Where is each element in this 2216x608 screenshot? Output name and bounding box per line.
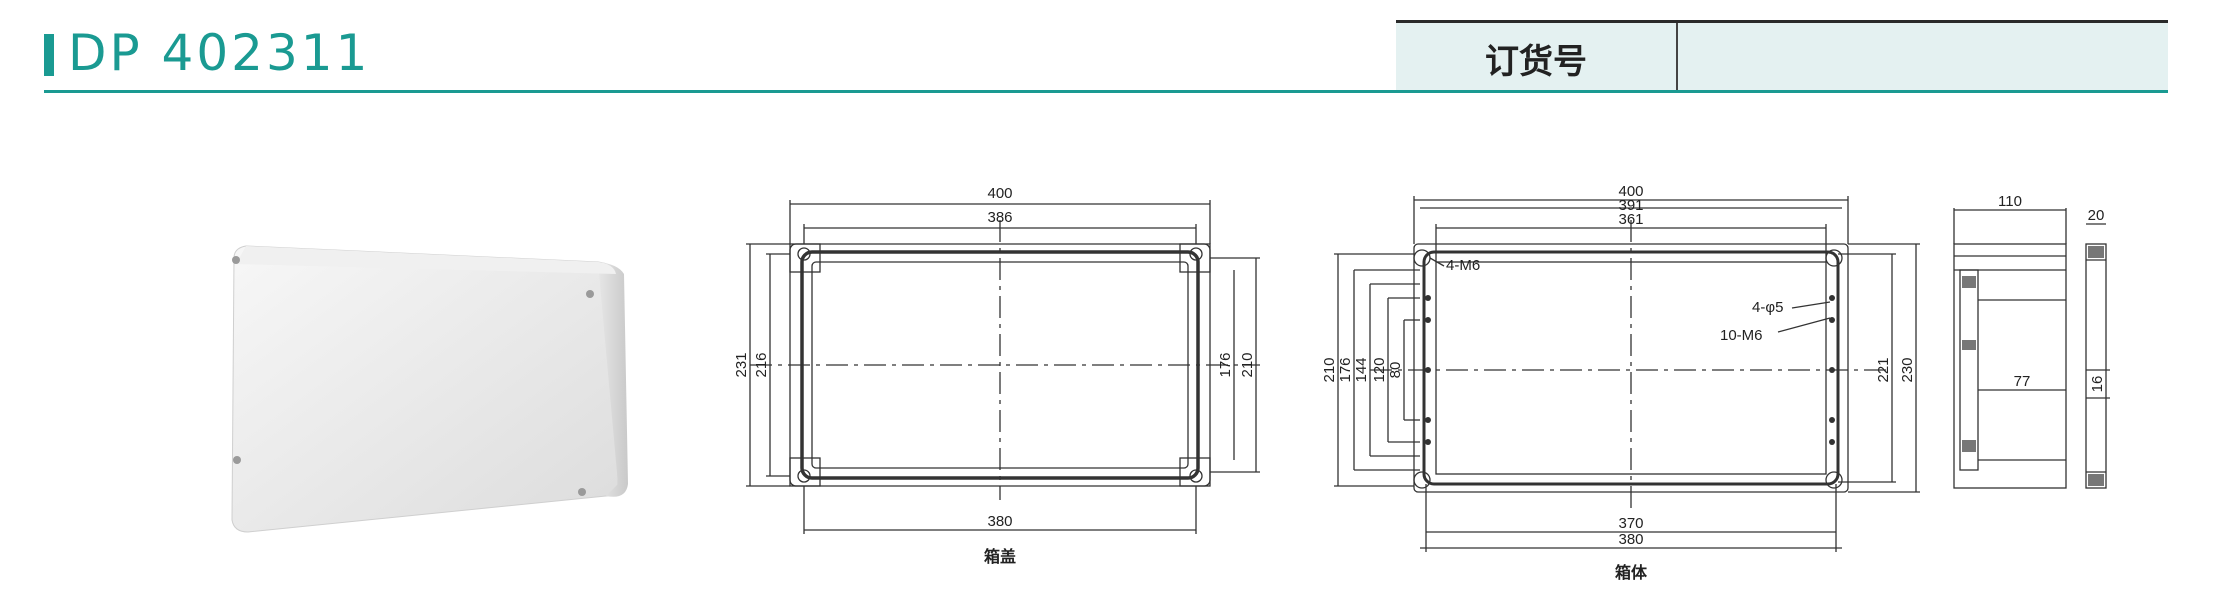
side-dim-lip: 16 (2089, 376, 2106, 393)
body-callout-m6-corner: 4-M6 (1446, 257, 1480, 274)
body-dim-bottom-inner: 370 (1618, 515, 1643, 532)
product-photo (231, 245, 628, 533)
body-dim-right-outer: 230 (1899, 357, 1916, 382)
order-number-table: 订货号 (1396, 20, 2168, 93)
lid-dim-left-outer: 231 (733, 352, 750, 377)
order-number-value (1678, 23, 2168, 93)
header-divider (44, 90, 2168, 93)
lid-dim-right-outer: 210 (1239, 352, 1256, 377)
body-callout-phi5: 4-φ5 (1752, 299, 1783, 316)
side-dim-inner: 77 (2014, 373, 2031, 390)
side-drawing: 110 20 77 16 (1953, 193, 2110, 489)
body-dim-right-inner: 221 (1875, 357, 1892, 382)
lid-dim-top-outer: 400 (987, 185, 1012, 202)
lid-dim-bottom: 380 (987, 513, 1012, 530)
title-accent-bar (44, 34, 54, 76)
lid-dim-top-inner: 386 (987, 209, 1012, 226)
lid-drawing: 400 386 380 231 216 176 210 箱盖 (733, 185, 1260, 566)
body-dim-left-80: 80 (1387, 362, 1404, 379)
body-dim-bottom-outer: 380 (1618, 531, 1643, 548)
body-dim-top-mid: 391 (1618, 197, 1643, 214)
side-dim-depth: 110 (1998, 193, 2022, 210)
body-dim-left-144: 144 (1353, 357, 1370, 382)
body-dim-top-inner: 361 (1618, 211, 1643, 228)
lid-dim-right-inner: 176 (1217, 352, 1234, 377)
lid-dim-left-inner: 216 (753, 352, 770, 377)
body-dim-top-outer: 400 (1618, 183, 1643, 200)
body-caption: 箱体 (1615, 563, 1648, 582)
order-number-label: 订货号 (1396, 23, 1678, 93)
body-dim-left-120: 120 (1371, 357, 1388, 382)
body-drawing: 400 391 361 370 380 210 176 144 120 80 2… (1321, 183, 1920, 582)
model-title: DP 402311 (68, 24, 371, 82)
body-dim-left-210: 210 (1321, 357, 1338, 382)
body-dim-left-176: 176 (1337, 357, 1354, 382)
lid-caption: 箱盖 (984, 547, 1016, 566)
side-dim-lid: 20 (2088, 207, 2105, 224)
body-callout-m6-side: 10-M6 (1720, 327, 1763, 344)
